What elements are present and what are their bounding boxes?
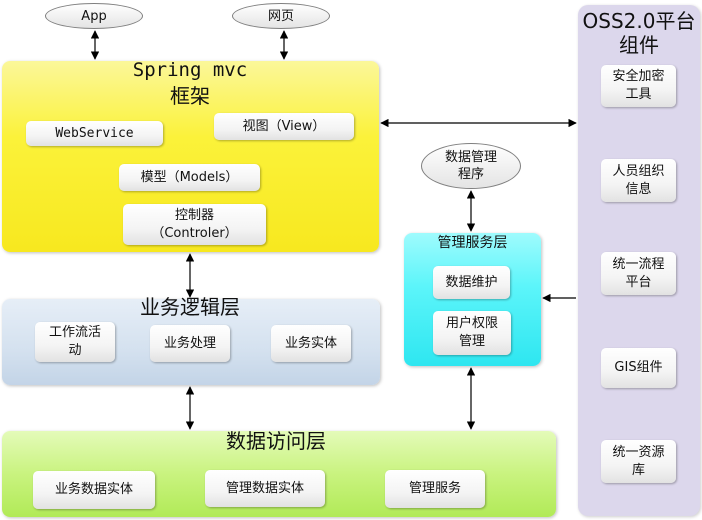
mgmt-service-box: 管理服务 (385, 470, 485, 508)
oss-item-org: 人员组织 信息 (601, 159, 676, 202)
view-label: 视图（View） (242, 118, 326, 134)
oss-item-gis: GIS组件 (601, 348, 676, 388)
controller-box: 控制器 （Controler） (123, 204, 266, 245)
web-label: 网页 (267, 8, 294, 24)
data-access-title: 数据访问层 (226, 429, 326, 453)
model-label: 模型（Models） (140, 169, 239, 185)
entity-box: 业务实体 (271, 325, 351, 362)
oss-item-resource: 统一资源 库 (601, 440, 676, 483)
business-data-entity-label: 业务数据实体 (54, 482, 133, 497)
entity-label: 业务实体 (284, 335, 337, 351)
controller-label-2: （Controler） (151, 225, 238, 241)
oss-item-security-label: 安全加密 工具 (612, 69, 665, 102)
webservice-box: WebService (26, 121, 163, 146)
data-maintenance-label: 数据维护 (445, 274, 498, 290)
spring-title-line2: 框架 (170, 84, 210, 108)
webservice-label: WebService (55, 125, 134, 141)
app-label: App (81, 8, 107, 24)
processing-label: 业务处理 (163, 335, 216, 351)
oss-item-org-label: 人员组织 信息 (612, 163, 665, 197)
workflow-box: 工作流活 动 (35, 322, 115, 362)
data-maintenance-box: 数据维护 (433, 266, 510, 299)
oss-title: OSS2.0平台 组件 (582, 9, 696, 57)
business-data-entity-box: 业务数据实体 (33, 471, 155, 509)
oss-item-resource-label: 统一资源 库 (612, 444, 665, 478)
mgmt-layer-title: 管理服务层 (437, 235, 508, 251)
model-box: 模型（Models） (119, 164, 260, 191)
mgmt-service-label: 管理服务 (408, 481, 461, 496)
view-box: 视图（View） (214, 113, 354, 140)
workflow-label: 工作流活 动 (48, 325, 101, 358)
oss-item-workflow: 统一流程 平台 (601, 252, 676, 295)
data-mgmt-program-node: 数据管理 程序 (421, 143, 521, 189)
mgmt-data-entity-label: 管理数据实体 (225, 480, 304, 496)
oss-item-security: 安全加密 工具 (601, 65, 676, 107)
spring-title-line1: Spring mvc (132, 59, 248, 81)
user-permission-box: 用户权限 管理 (433, 311, 511, 355)
mgmt-data-entity-box: 管理数据实体 (205, 470, 325, 507)
user-permission-label: 用户权限 管理 (445, 316, 498, 349)
processing-box: 业务处理 (150, 325, 230, 362)
business-title: 业务逻辑层 (140, 295, 240, 319)
controller-label-1: 控制器 (174, 207, 214, 223)
app-node: App (45, 3, 143, 29)
oss-item-gis-label: GIS组件 (614, 360, 663, 375)
web-node: 网页 (232, 3, 330, 29)
oss-item-workflow-label: 统一流程 平台 (612, 256, 665, 290)
data-mgmt-program-label: 数据管理 程序 (444, 150, 497, 182)
